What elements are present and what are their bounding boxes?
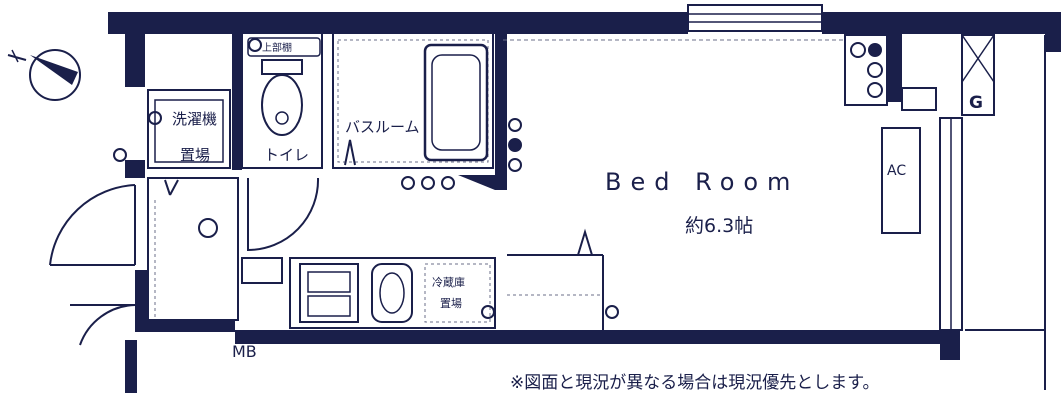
toilet-label: トイレ <box>264 146 309 164</box>
aircon-unit <box>881 127 921 234</box>
disclaimer-note: ※図面と現況が異なる場合は現況優先とします。 <box>510 373 880 393</box>
shoe-cabinet <box>241 257 283 284</box>
outlet-icon <box>113 118 619 319</box>
bedroom-divider <box>503 39 880 330</box>
toilet-room <box>241 32 323 169</box>
upper-cabinet-label: 上部棚 <box>262 41 292 54</box>
gas-meter-box <box>961 34 995 116</box>
toilet-door <box>247 177 320 252</box>
bathroom-label: バスルーム <box>345 118 420 136</box>
north-arrow-icon <box>7 49 81 101</box>
gas-meter-label: G <box>969 93 983 113</box>
washer-area-label-2: 置場 <box>180 146 210 164</box>
exterior-walls <box>108 12 1061 393</box>
toilet-icon <box>261 59 303 136</box>
kitchen-counter <box>289 257 496 329</box>
utility-panel <box>844 34 937 111</box>
fridge-area-label-2: 置場 <box>440 297 462 310</box>
bath-step <box>458 175 495 190</box>
entrance-door <box>49 184 136 346</box>
bathroom <box>332 32 494 169</box>
washer-area <box>147 89 231 169</box>
sink-icon <box>371 263 413 323</box>
aircon-label: AC <box>887 163 906 179</box>
room-size-label: 約6.3帖 <box>685 215 753 237</box>
meter-box-label: MB <box>232 342 257 361</box>
bathtub-icon <box>423 43 489 162</box>
washer-area-label: 洗濯機 <box>172 110 217 128</box>
fridge-area-label: 冷蔵庫 <box>432 275 465 289</box>
top-window <box>687 4 823 32</box>
stove-icon <box>299 263 359 323</box>
entrance-hall <box>147 177 239 321</box>
balcony-window <box>939 117 963 331</box>
room-name-label: Bed Room <box>605 168 799 196</box>
